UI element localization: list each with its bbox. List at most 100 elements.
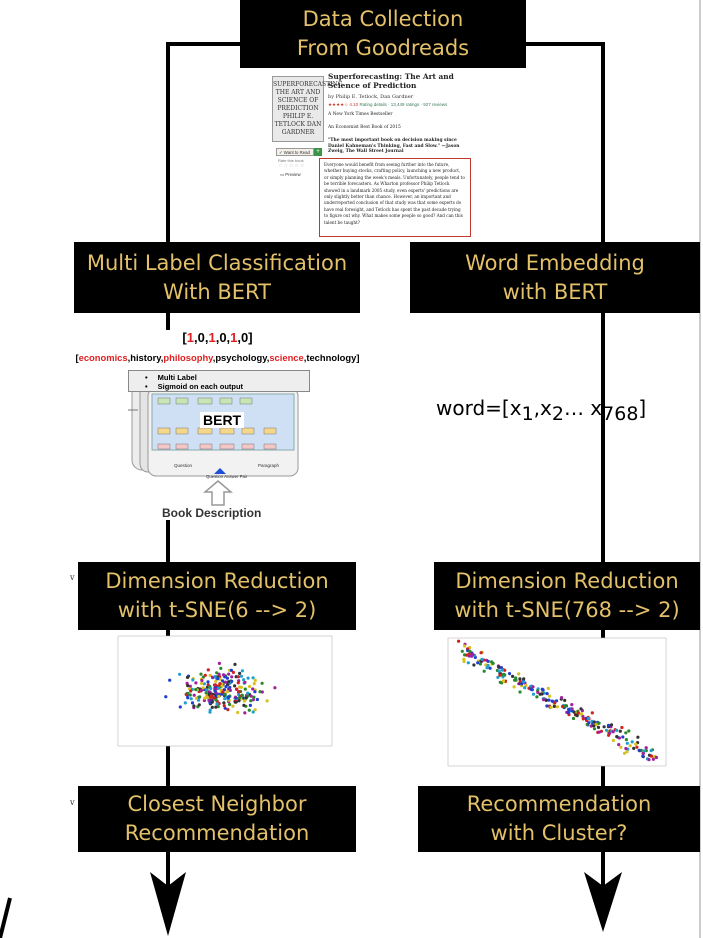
scatter-point bbox=[471, 652, 475, 656]
scatter-point bbox=[512, 685, 516, 689]
scatter-point bbox=[535, 695, 539, 699]
scatter-point bbox=[236, 675, 240, 679]
scatter-point bbox=[249, 699, 253, 703]
book-rating: ★★★★☆ 4.10 Rating details · 13,449 ratin… bbox=[328, 102, 447, 108]
scatter-point bbox=[192, 704, 196, 708]
formula-part: ,x bbox=[533, 396, 552, 420]
preview-label: Preview bbox=[285, 172, 301, 177]
scatter-point bbox=[570, 707, 574, 711]
scatter-point bbox=[202, 682, 206, 686]
scatter-point bbox=[248, 684, 252, 689]
scatter-point bbox=[200, 681, 204, 685]
scatter-point bbox=[581, 714, 585, 718]
scatter-point bbox=[641, 754, 645, 758]
book-cover-image: SUPERFORECASTING THE ART AND SCIENCE OF … bbox=[272, 76, 343, 142]
scatter-point bbox=[572, 710, 577, 714]
scatter-point bbox=[188, 684, 192, 688]
label-name: history bbox=[130, 352, 161, 363]
scatter-point bbox=[520, 682, 524, 686]
scatter-point bbox=[518, 677, 522, 681]
scatter-point bbox=[649, 754, 653, 758]
scatter-point bbox=[619, 745, 623, 749]
bert-paragraph-label: Paragraph bbox=[258, 463, 280, 468]
scatter-point bbox=[465, 653, 469, 657]
scatter-point bbox=[199, 688, 203, 692]
scatter-point bbox=[236, 681, 240, 685]
scatter-point bbox=[251, 698, 255, 702]
node-recommend-cluster-line2: with Cluster? bbox=[490, 821, 628, 845]
scatter-point bbox=[627, 729, 631, 733]
label-vector-value: 0 bbox=[241, 330, 249, 345]
preview-button[interactable]: ▭ Preview bbox=[280, 172, 301, 177]
edge-stroke bbox=[0, 897, 12, 938]
scatter-point bbox=[243, 711, 247, 715]
scatter-point bbox=[227, 672, 231, 676]
scatter-point bbox=[191, 678, 195, 682]
scatter-point bbox=[247, 708, 251, 712]
scatter-point bbox=[222, 701, 226, 705]
scatter-point bbox=[634, 742, 638, 746]
scatter-point bbox=[518, 679, 522, 684]
scatter-point bbox=[217, 661, 221, 665]
scatter-point bbox=[243, 687, 247, 691]
scatter-point bbox=[570, 703, 574, 707]
scatter-point bbox=[215, 671, 219, 675]
bert-title: BERT bbox=[200, 412, 245, 428]
rate-this-book-label: Rate this book bbox=[278, 158, 304, 163]
scatter-point bbox=[242, 699, 246, 703]
want-to-read-dropdown[interactable]: + bbox=[314, 148, 322, 156]
scatter-point bbox=[231, 670, 235, 674]
scatter-point bbox=[566, 710, 570, 715]
scatter-point bbox=[253, 678, 257, 682]
formula-part: word=[x bbox=[436, 396, 522, 420]
scatter-point bbox=[592, 724, 596, 728]
want-to-read-button[interactable]: ✓ Want to Read bbox=[276, 148, 314, 156]
arrow-right-head bbox=[584, 872, 622, 932]
scatter-point bbox=[486, 663, 490, 668]
scatter-point bbox=[214, 705, 218, 709]
scatter-point bbox=[517, 672, 521, 676]
label-vector-value: 1 bbox=[186, 330, 194, 345]
scatter-point bbox=[604, 728, 609, 732]
scatter-point bbox=[225, 690, 229, 694]
scatter-point bbox=[194, 696, 199, 700]
scatter-point bbox=[186, 691, 190, 696]
scatter-point bbox=[620, 725, 624, 730]
scatter-point bbox=[607, 733, 611, 737]
scatter-point bbox=[190, 701, 195, 705]
scatter-point bbox=[248, 703, 252, 707]
scatter-point bbox=[587, 721, 591, 725]
scatter-point bbox=[178, 672, 182, 676]
scatter-point bbox=[472, 663, 476, 667]
scatter-point bbox=[219, 666, 223, 670]
scatter-point bbox=[579, 712, 583, 716]
formula-subscript: 2 bbox=[551, 403, 564, 425]
scatter-point bbox=[251, 687, 255, 691]
scatter-point bbox=[235, 687, 239, 691]
book-line-economist: An Economist Best Book of 2015 bbox=[328, 125, 401, 130]
scatter-point bbox=[222, 704, 226, 708]
book-quote: "The most important book on decision mak… bbox=[328, 138, 460, 154]
scatter-point bbox=[251, 676, 255, 680]
scatter-point bbox=[597, 730, 601, 734]
label-name: economics bbox=[78, 352, 128, 363]
label-vector-value: 0 bbox=[197, 330, 205, 345]
scatter-point bbox=[201, 686, 205, 690]
scatter-point bbox=[242, 703, 246, 707]
node-dimred-left-line1: Dimension Reduction bbox=[105, 569, 329, 593]
book-rating-stars: ★★★★☆ 4.10 bbox=[328, 102, 359, 107]
scatter-point bbox=[253, 690, 257, 694]
scatter-point bbox=[188, 693, 192, 697]
book-description-label: Book Description bbox=[162, 506, 262, 520]
scatter-point bbox=[251, 710, 255, 714]
scatter-point bbox=[265, 699, 269, 703]
scatter-point bbox=[564, 704, 568, 708]
scatter-point bbox=[560, 696, 564, 700]
node-word-embedding-line2: with BERT bbox=[502, 279, 608, 304]
scatter-point bbox=[536, 690, 540, 694]
rate-stars[interactable]: ☆☆☆☆☆ bbox=[278, 163, 306, 169]
scatter-point bbox=[240, 669, 244, 673]
scatter-point bbox=[217, 694, 221, 698]
label-vector-value: 0 bbox=[219, 330, 227, 345]
